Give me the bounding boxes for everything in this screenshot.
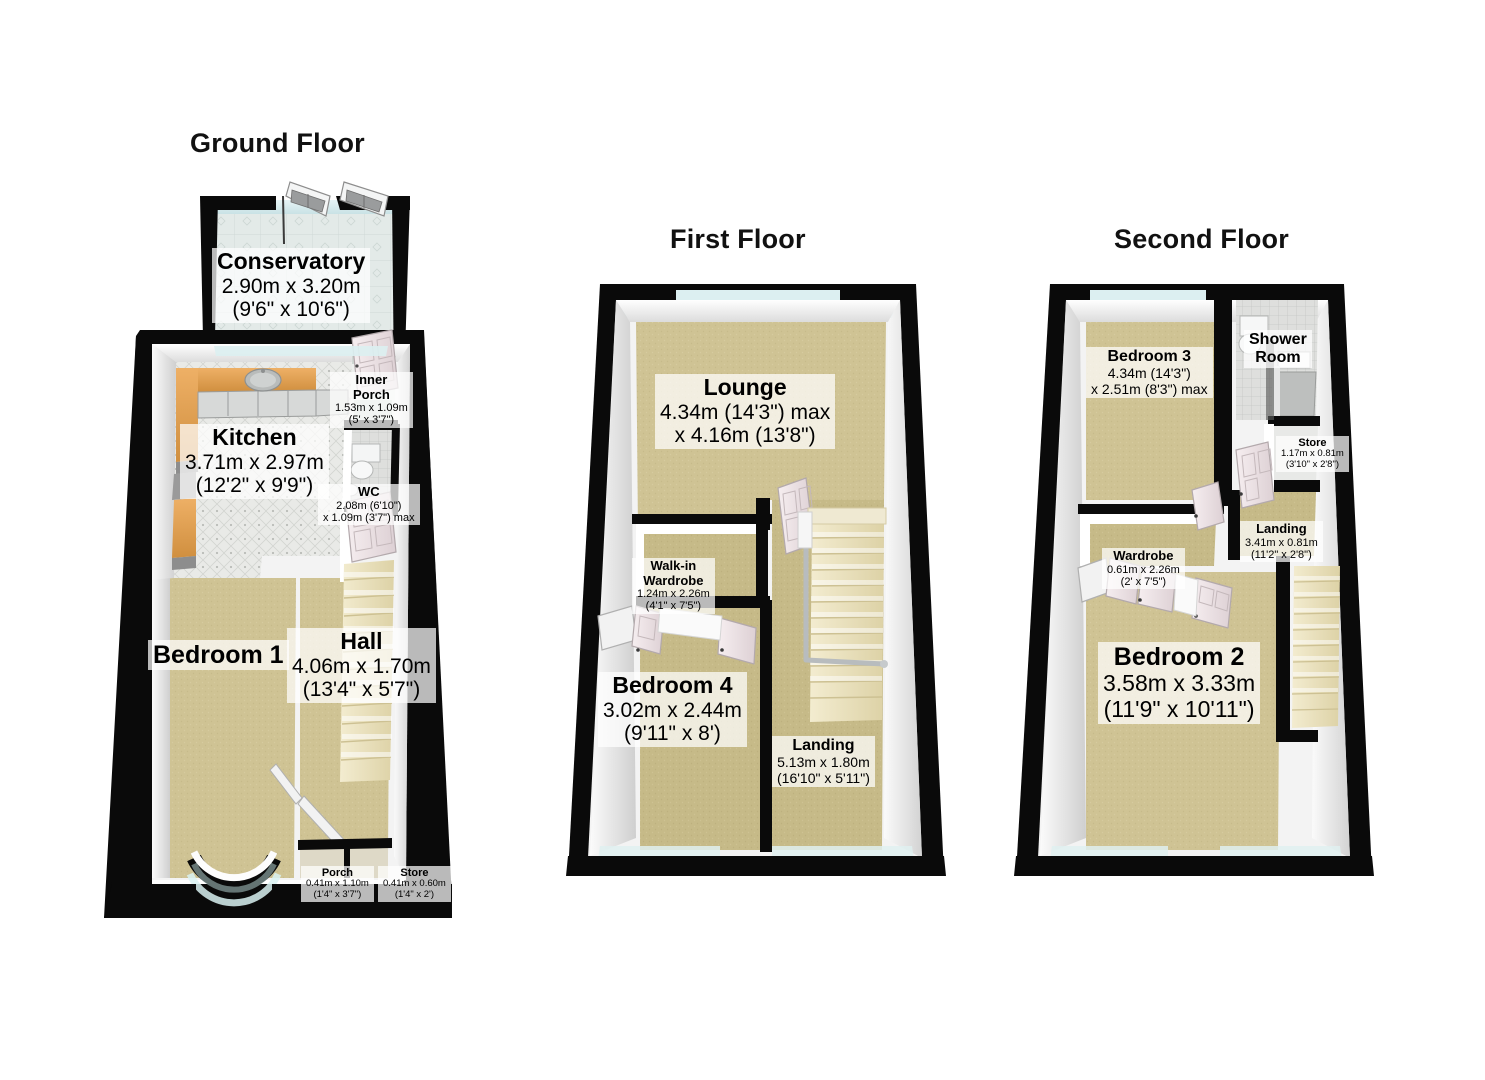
room-dim-imperial-bedroom-2: (11'9" x 10'11") <box>1103 695 1255 722</box>
room-label-bedroom-2: Bedroom 2 3.58m x 3.33m (11'9" x 10'11") <box>1098 642 1261 724</box>
french-door-right <box>339 181 389 217</box>
room-dim-imperial-wc: x 1.09m (3'7") max <box>323 511 415 524</box>
room-label-wardrobe-second: Wardrobe 0.61m x 2.26m (2' x 7'5") <box>1102 548 1185 590</box>
room-name-hall: Hall <box>340 628 383 654</box>
store-door <box>1235 441 1275 509</box>
room-label-wc: WC 2.08m (6'10") x 1.09m (3'7") max <box>318 484 420 526</box>
room-name-porch: Porch <box>321 867 354 879</box>
room-label-inner-porch: Inner Porch 1.53m x 1.09m (5' x 3'7") <box>330 372 413 428</box>
room-dim-metric-kitchen: 3.71m x 2.97m <box>185 450 324 474</box>
bedroom4-door <box>717 617 757 665</box>
bedroom1-door <box>269 763 303 805</box>
room-name-wardrobe-second: Wardrobe <box>1113 548 1174 563</box>
room-name-bedroom-2: Bedroom 2 <box>1113 643 1245 671</box>
room-dim-metric-lounge: 4.34m (14'3") max <box>660 400 831 424</box>
room-dim-metric-conservatory: 2.90m x 3.20m <box>221 274 361 298</box>
room-dim-imperial-landing-first: (16'10" x 5'11") <box>777 769 870 786</box>
room-name-bedroom-4: Bedroom 4 <box>612 672 733 698</box>
room-name-bedroom-3: Bedroom 3 <box>1107 348 1192 365</box>
floor-title-second: Second Floor <box>1114 224 1289 254</box>
room-name-kitchen: Kitchen <box>212 424 297 450</box>
room-dim-metric-bedroom-4: 3.02m x 2.44m <box>603 698 742 722</box>
room-dim-imperial-landing-second: (11'2" x 2'8") <box>1251 548 1312 561</box>
room-label-walkin-wardrobe: Walk-in Wardrobe 1.24m x 2.26m (4'1" x 7… <box>632 558 715 614</box>
room-name-wc: WC <box>357 484 380 499</box>
room-label-hall: Hall 4.06m x 1.70m (13'4" x 5'7") <box>287 628 436 703</box>
room-dim-metric-hall: 4.06m x 1.70m <box>292 654 431 678</box>
room-dim-metric-landing-first: 5.13m x 1.80m <box>777 753 870 770</box>
room-dim-metric-inner-porch: 1.53m x 1.09m <box>335 402 408 415</box>
room-dim-metric-store-ground: 0.41m x 0.60m <box>383 878 446 890</box>
room-label-lounge: Lounge 4.34m (14'3") max x 4.16m (13'8") <box>655 374 836 449</box>
room-dim-metric-wc: 2.08m (6'10") <box>336 499 402 512</box>
bay-window <box>186 850 282 907</box>
first-staircase <box>797 507 888 722</box>
room-dim-metric-wardrobe-second: 0.61m x 2.26m <box>1107 563 1180 576</box>
room-dim-imperial-hall: (13'4" x 5'7") <box>302 678 421 702</box>
room-dim-imperial-porch: (1'4" x 3'7") <box>313 888 362 900</box>
room-label-conservatory: Conservatory 2.90m x 3.20m (9'6" x 10'6"… <box>212 248 371 323</box>
room-dim-metric-porch: 0.41m x 1.10m <box>306 878 369 890</box>
room-name-store-second: Store <box>1298 437 1327 449</box>
room-label-bedroom-3: Bedroom 3 4.34m (14'3") x 2.51m (8'3") m… <box>1086 347 1213 399</box>
room-name-walkin-wardrobe-line2: Wardrobe <box>643 572 704 588</box>
french-door-left <box>285 181 331 217</box>
second-floor-plan <box>1014 284 1374 876</box>
room-name-shower-room-line2: Room <box>1255 348 1301 366</box>
room-dim-imperial-wardrobe-second: (2' x 7'5") <box>1120 575 1167 588</box>
room-dim-imperial-bedroom-3: x 2.51m (8'3") max <box>1091 380 1208 397</box>
room-dim-metric-landing-second: 3.41m x 0.81m <box>1245 536 1318 549</box>
room-dim-imperial-store-second: (3'10" x 2'8") <box>1285 458 1339 470</box>
room-name-inner-porch-line2: Porch <box>352 386 390 402</box>
room-label-bedroom-4: Bedroom 4 3.02m x 2.44m (9'11" x 8') <box>598 672 747 747</box>
room-label-porch: Porch 0.41m x 1.10m (1'4" x 3'7") <box>301 866 374 902</box>
room-name-landing-second: Landing <box>1256 521 1307 536</box>
room-name-bedroom-1: Bedroom 1 <box>153 641 284 669</box>
room-label-kitchen: Kitchen 3.71m x 2.97m (12'2" x 9'9") <box>180 424 329 499</box>
room-name-shower-room-line1: Shower <box>1249 331 1307 348</box>
room-label-bedroom-1: Bedroom 1 <box>148 640 289 670</box>
room-label-store-ground: Store 0.41m x 0.60m (1'4" x 2') <box>378 866 451 902</box>
room-dim-metric-bedroom-3: 4.34m (14'3") <box>1107 364 1191 381</box>
room-dim-imperial-bedroom-4: (9'11" x 8') <box>624 722 721 746</box>
floor-title-first: First Floor <box>670 224 806 254</box>
room-dim-imperial-kitchen: (12'2" x 9'9") <box>195 474 314 498</box>
room-name-landing-first: Landing <box>792 737 855 754</box>
room-dim-imperial-walkin-wardrobe: (4'1" x 7'5") <box>645 600 702 613</box>
room-name-walkin-wardrobe-line1: Walk-in <box>650 558 697 573</box>
second-staircase <box>1291 566 1341 728</box>
room-name-inner-porch-line1: Inner <box>355 372 388 387</box>
room-dim-imperial-inner-porch: (5' x 3'7") <box>348 414 395 427</box>
room-dim-imperial-conservatory: (9'6" x 10'6") <box>232 298 350 322</box>
room-name-conservatory: Conservatory <box>217 248 366 274</box>
room-label-shower-room: Shower Room <box>1244 330 1312 368</box>
room-label-landing-second: Landing 3.41m x 0.81m (11'2" x 2'8") <box>1240 521 1323 563</box>
room-dim-imperial-lounge: x 4.16m (13'8") <box>674 424 816 448</box>
room-name-lounge: Lounge <box>703 374 787 400</box>
room-dim-metric-store-second: 1.17m x 0.81m <box>1281 448 1344 460</box>
floor-title-ground: Ground Floor <box>190 128 365 158</box>
bedroom3-door <box>1191 481 1225 531</box>
room-name-store-ground: Store <box>400 867 429 879</box>
room-dim-metric-bedroom-2: 3.58m x 3.33m <box>1103 670 1256 696</box>
room-dim-metric-walkin-wardrobe: 1.24m x 2.26m <box>637 588 710 601</box>
room-label-landing-first: Landing 5.13m x 1.80m (16'10" x 5'11") <box>772 736 875 788</box>
bedroom2-door <box>1191 577 1233 629</box>
room-label-store-second: Store 1.17m x 0.81m (3'10" x 2'8") <box>1276 436 1349 472</box>
first-floor-plan <box>566 284 946 876</box>
room-dim-imperial-store-ground: (1'4" x 2') <box>394 888 435 900</box>
